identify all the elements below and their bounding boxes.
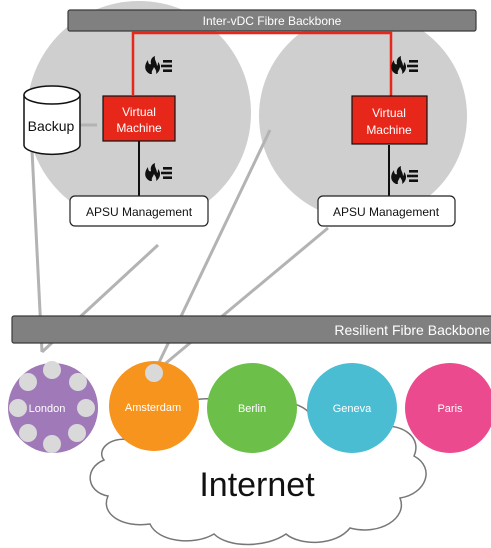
vm-left-label-2: Machine bbox=[116, 121, 162, 135]
resilient-fibre-backbone bbox=[11, 315, 491, 344]
london-ports bbox=[9, 361, 95, 453]
vm-right-label-1: Virtual bbox=[372, 106, 406, 120]
backup-label: Backup bbox=[28, 118, 75, 134]
backup-store bbox=[23, 85, 81, 156]
city-label-london: London bbox=[29, 403, 66, 415]
city-label-geneva: Geneva bbox=[333, 403, 372, 415]
resilient-backbone-label: Resilient Fibre Backbone bbox=[334, 322, 490, 338]
apsu-management-left bbox=[69, 195, 209, 227]
vm-right-label-2: Machine bbox=[366, 123, 412, 137]
virtual-machine-right bbox=[351, 95, 428, 145]
apsu-management-right-label: APSU Management bbox=[333, 205, 440, 219]
apsu-management-right bbox=[317, 195, 456, 227]
apsu-management-left-label: APSU Management bbox=[86, 205, 193, 219]
city-label-amsterdam: Amsterdam bbox=[125, 402, 181, 414]
vm-left-label-1: Virtual bbox=[122, 105, 156, 119]
virtual-machine-left bbox=[102, 95, 176, 142]
fibre-links bbox=[131, 31, 393, 96]
internet-label: Internet bbox=[199, 466, 315, 504]
vm-management-links bbox=[138, 141, 390, 196]
city-paris bbox=[405, 363, 491, 453]
city-berlin bbox=[207, 363, 297, 453]
inter-vdc-backbone-label: Inter-vDC Fibre Backbone bbox=[203, 14, 342, 28]
inter-vdc-backbone bbox=[67, 9, 477, 32]
city-geneva bbox=[307, 363, 397, 453]
city-label-paris: Paris bbox=[437, 403, 463, 415]
amsterdam-port bbox=[145, 364, 163, 382]
city-amsterdam bbox=[109, 361, 199, 451]
city-label-berlin: Berlin bbox=[238, 403, 266, 415]
